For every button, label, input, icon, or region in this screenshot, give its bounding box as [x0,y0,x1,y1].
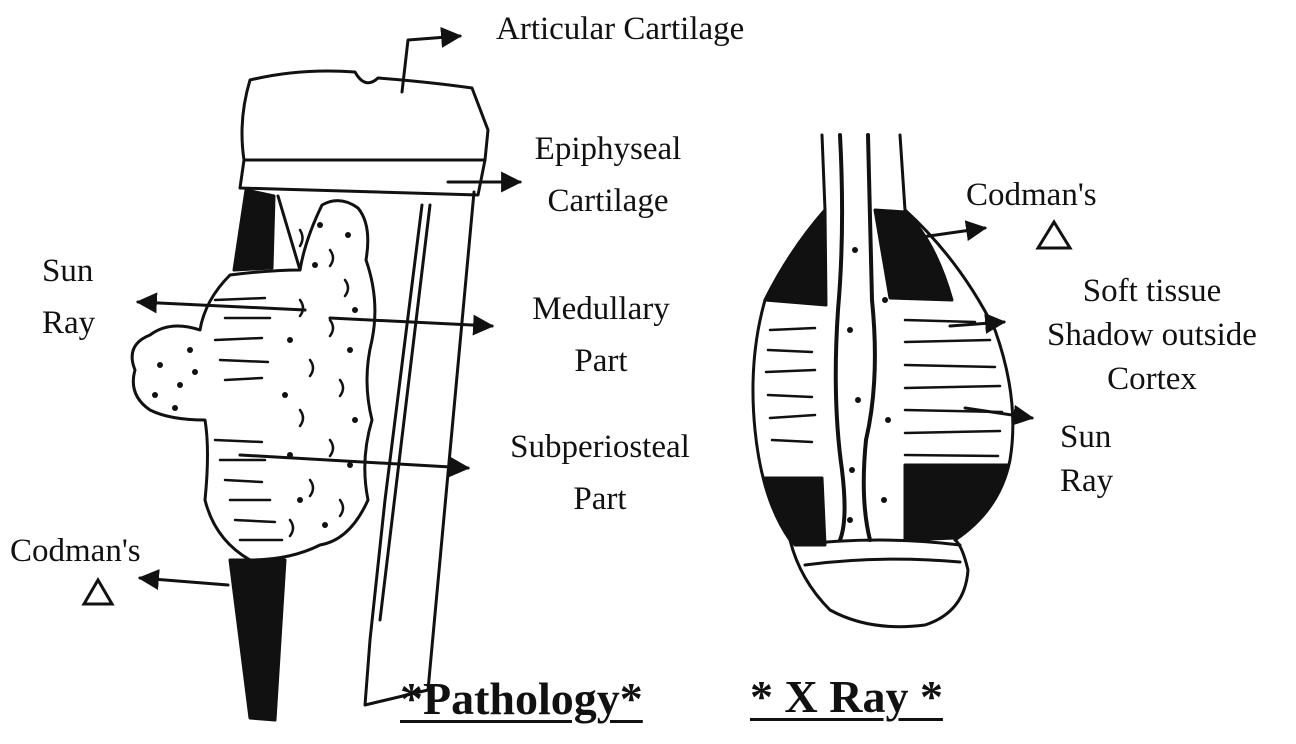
label-subperiosteal-line2: Part [480,480,720,518]
arrow-subperiosteal [240,455,468,468]
label-soft-tissue-line1: Soft tissue [1012,272,1292,310]
xray-sun-ray-hatching [766,320,1002,456]
pathology-title: *Pathology* [400,672,643,725]
articular-cap [242,71,488,160]
label-epiphyseal-line2: Cartilage [508,182,708,220]
label-soft-tissue-line3: Cortex [1012,360,1292,398]
bone-outer-cortex [365,192,474,705]
label-soft-tissue-line2: Shadow outside [1012,316,1292,354]
label-subperiosteal-line1: Subperiosteal [480,428,720,466]
xray-codman-upper-right [875,210,952,300]
xray-codman-upper-left [765,210,826,305]
arrow-sun-ray [138,302,305,310]
label-articular-cartilage: Articular Cartilage [496,10,744,48]
codman-triangle-lower [230,560,285,720]
label-sun-ray-left-line1: Sun [42,252,95,290]
codman-triangle-upper [234,190,274,270]
label-medullary-part: Medullary Part [496,290,706,380]
label-codman-left: Codman's [10,532,141,570]
delta-triangle-icon-left [80,576,116,608]
arrow-xray-sun-ray [965,408,1032,418]
arrow-codman-left [140,578,228,585]
label-sun-ray-left-line2: Ray [42,304,95,342]
label-sun-ray-xray-line1: Sun [1060,418,1113,456]
label-sun-ray-left: Sun Ray [42,252,95,342]
epiphyseal-plate [240,160,485,195]
xray-title: * X Ray * [750,670,943,723]
label-soft-tissue-shadow: Soft tissue Shadow outside Cortex [1012,272,1292,398]
pathology-bone-drawing [132,36,520,720]
label-medullary-line1: Medullary [496,290,706,328]
label-subperiosteal-part: Subperiosteal Part [480,428,720,518]
tumour-texture [215,230,348,540]
delta-triangle-icon-xray [1034,218,1074,252]
label-sun-ray-xray: Sun Ray [1060,418,1113,500]
label-epiphyseal-line1: Epiphyseal [508,130,708,168]
arrow-medullary [330,318,492,326]
label-medullary-line2: Part [496,342,706,380]
label-sun-ray-xray-line2: Ray [1060,462,1113,500]
label-codman-xray: Codman's [966,176,1097,214]
label-epiphyseal-cartilage: Epiphyseal Cartilage [508,130,708,220]
